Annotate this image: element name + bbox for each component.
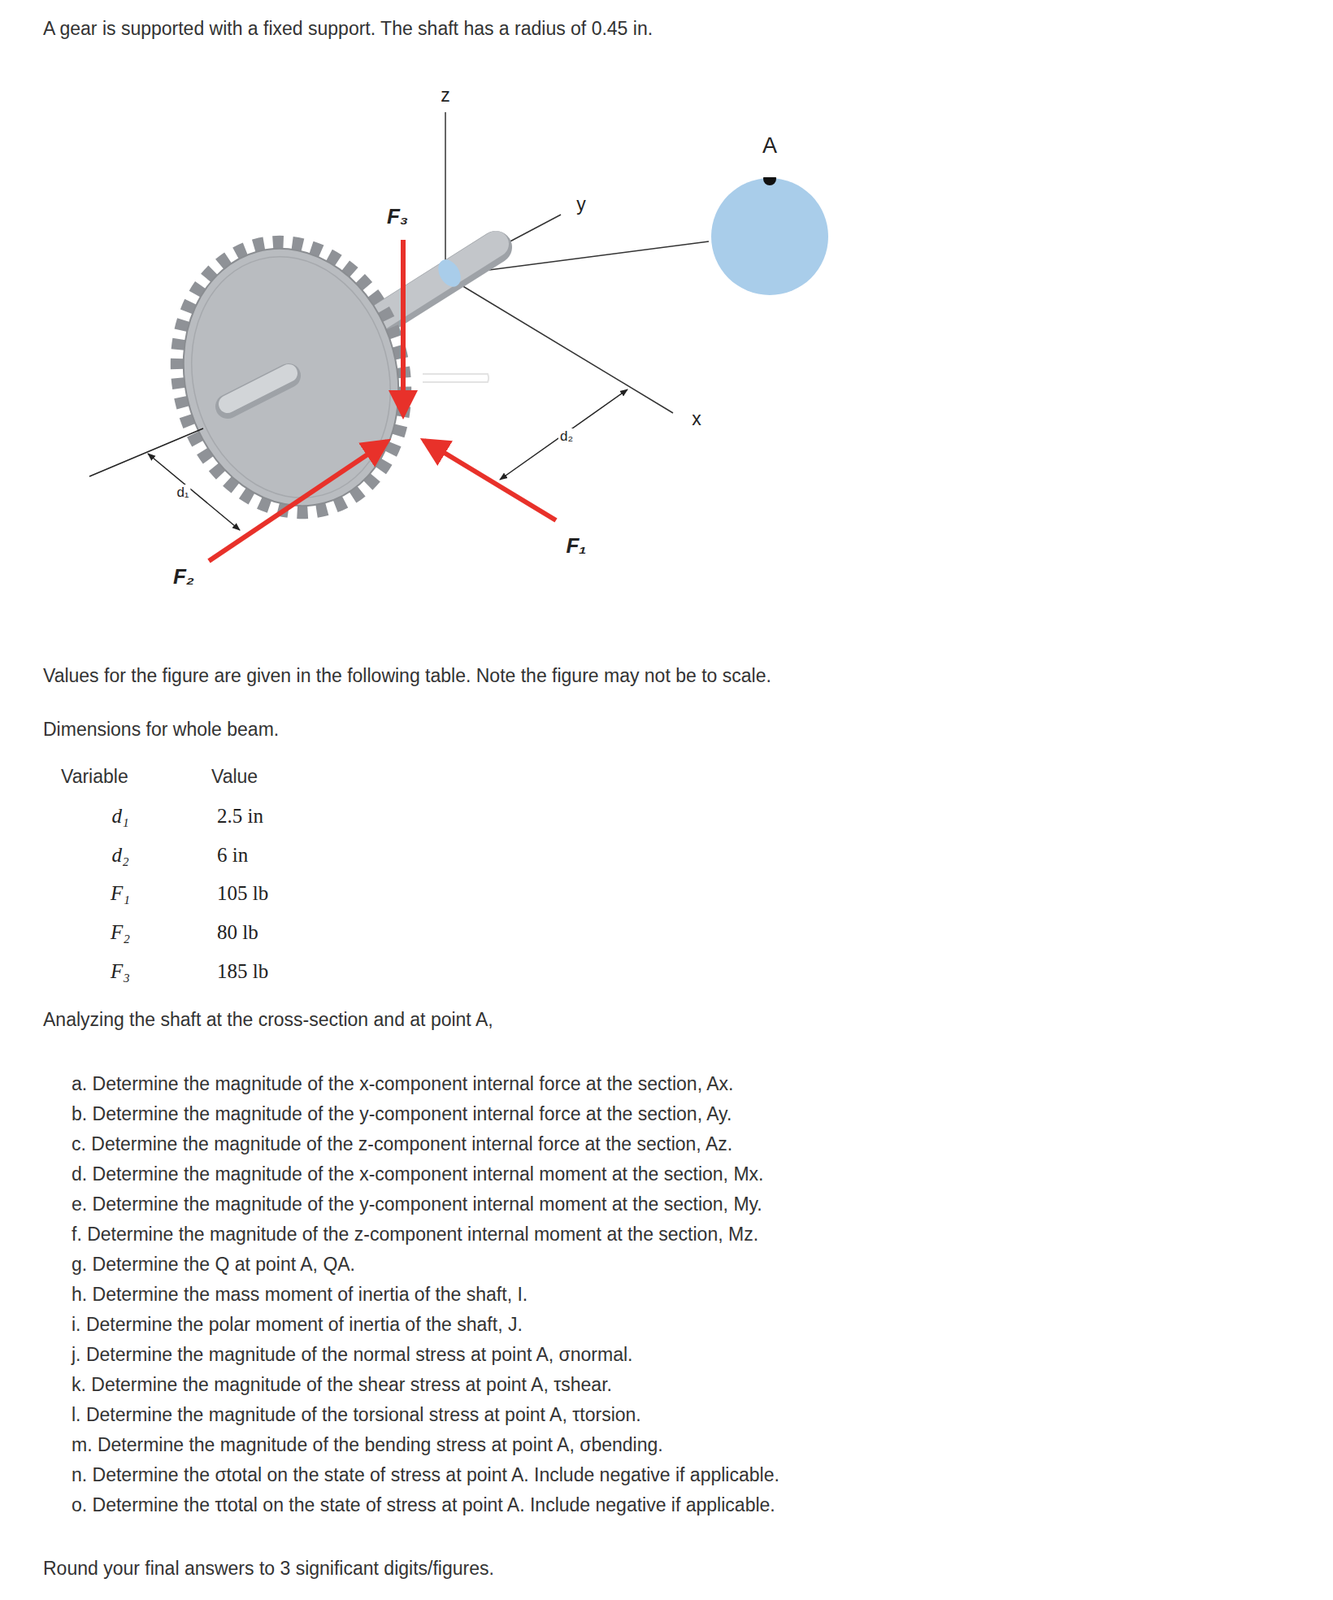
force-label: F₁ [564,533,588,559]
question-item: h. Determine the mass moment of inertia … [71,1283,528,1306]
question-item: a. Determine the magnitude of the x-comp… [71,1072,734,1095]
gear [147,216,435,539]
table-variable: d₁ [111,804,129,828]
table-header: Value [211,765,258,788]
problem-statement: A gear is supported with a fixed support… [43,17,653,40]
table-value: 105 lb [217,881,269,905]
table-variable: d₂ [111,843,129,867]
dimension-label: d₁ [174,484,191,501]
point-dot [763,177,777,186]
table-value: 185 lb [217,959,269,983]
table-value: 6 in [217,843,248,867]
gear-rim [164,234,417,521]
cross-section [434,255,466,291]
question-item: m. Determine the magnitude of the bendin… [71,1433,664,1456]
dimension-line [499,389,628,480]
circle-outline [710,177,830,296]
instruction: Round your final answers to 3 significan… [43,1557,495,1580]
force-arrow [400,239,406,415]
axis-label: x [690,408,704,430]
dimension-line [147,453,240,530]
question-item: e. Determine the magnitude of the y-comp… [71,1193,763,1216]
force-arrow [424,440,556,521]
question-item: f. Determine the magnitude of the z-comp… [71,1223,759,1246]
note: Values for the figure are given in the f… [43,664,772,687]
question-item: i. Determine the polar moment of inertia… [71,1313,523,1336]
axis-label: y [574,193,588,216]
question-item: j. Determine the magnitude of the normal… [71,1343,633,1366]
point-label: A [762,133,778,159]
question-item: d. Determine the magnitude of the x-comp… [71,1163,764,1186]
force-label: F₂ [171,564,196,590]
question-item: b. Determine the magnitude of the y-comp… [71,1102,732,1125]
question-item: k. Determine the magnitude of the shear … [71,1373,613,1396]
note: Dimensions for whole beam. [43,718,279,741]
question-item: n. Determine the σtotal on the state of … [71,1463,780,1486]
extension-line [89,428,204,477]
gear-teeth [147,216,435,539]
gear-shaft-illustration [0,0,1333,813]
table-header: Variable [60,765,129,788]
question-intro: Analyzing the shaft at the cross-section… [43,1008,494,1031]
cross-section-circle [711,178,829,296]
question-item: l. Determine the magnitude of the torsio… [71,1403,642,1426]
table-variable: F₃ [110,959,131,983]
x-axis [445,275,674,413]
axis-label: z [438,84,452,107]
shaft-stub [227,373,289,404]
table-variable: F₁ [110,881,131,905]
force-arrow [208,441,387,561]
question-item: g. Determine the Q at point A, QA. [71,1253,356,1276]
section-circle: A [710,177,830,296]
gear-body [155,224,427,530]
dimension-label: d₂ [558,428,575,445]
table-value: 2.5 in [217,804,264,828]
z-axis [444,112,447,276]
force-label: F₃ [385,204,410,230]
key-slot [422,373,489,383]
table-variable: F₂ [110,920,131,944]
table-value: 80 lb [217,920,259,944]
question-item: c. Determine the magnitude of the z-comp… [71,1133,733,1155]
question-item: o. Determine the τtotal on the state of … [71,1493,776,1516]
